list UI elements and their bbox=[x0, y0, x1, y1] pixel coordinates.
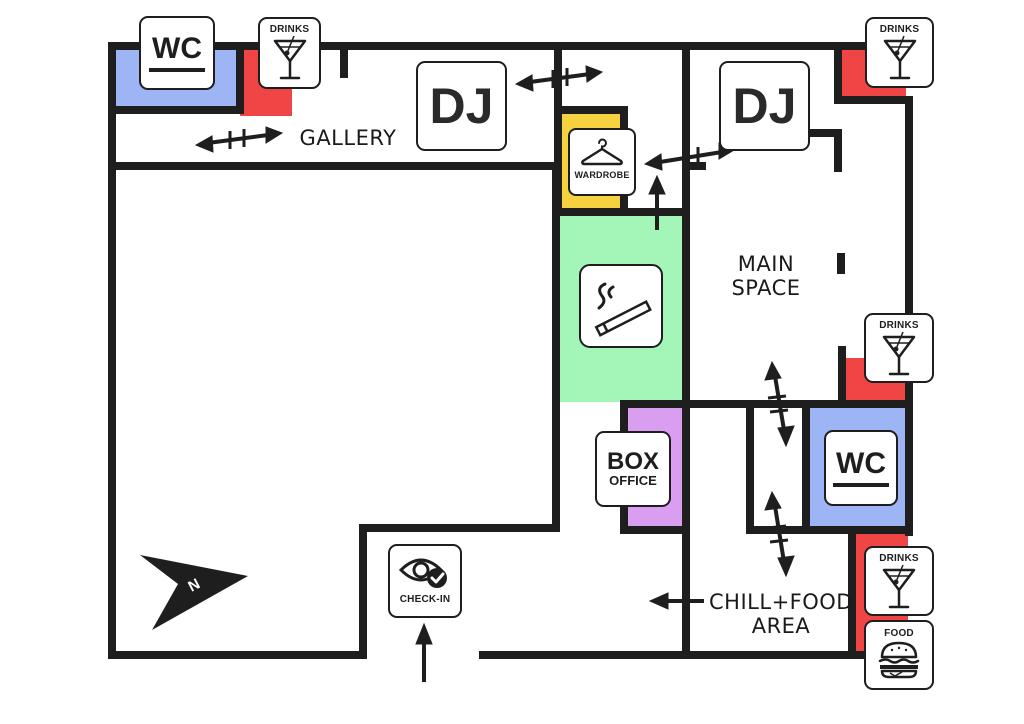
arrow-entrance-up bbox=[415, 622, 433, 682]
dj-label: DJ bbox=[732, 78, 797, 134]
wardrobe-label: WARDROBE bbox=[574, 170, 630, 180]
arrow-gallery-two-way bbox=[194, 126, 284, 153]
box-office-line1: BOX bbox=[606, 448, 659, 475]
gallery-label: GALLERY bbox=[299, 126, 397, 150]
drinks-badge-right-mid: DRINKS bbox=[864, 313, 934, 383]
smoking-area-badge bbox=[579, 264, 663, 348]
box-office-badge: BOX OFFICE bbox=[595, 431, 671, 507]
check-in-badge: CHECK-IN bbox=[388, 544, 462, 618]
wc-underline bbox=[149, 68, 205, 72]
north-arrow-icon: N bbox=[140, 555, 248, 630]
wc-label: WC bbox=[152, 32, 202, 65]
dj-label: DJ bbox=[429, 78, 494, 134]
wardrobe-badge: WARDROBE bbox=[568, 128, 636, 196]
dj-badge-gallery: DJ bbox=[416, 61, 507, 151]
arrow-vertical-upper bbox=[764, 360, 795, 448]
box-office-line2: OFFICE bbox=[609, 473, 657, 488]
arrow-up-to-wardrobe bbox=[648, 174, 666, 230]
cocktail-icon bbox=[879, 331, 919, 379]
main-space-label: MAIN SPACE bbox=[716, 252, 816, 300]
food-badge: FOOD bbox=[864, 620, 934, 690]
drinks-label: DRINKS bbox=[269, 24, 310, 35]
drinks-badge-top-right: DRINKS bbox=[865, 17, 934, 88]
drinks-badge-bottom-right: DRINKS bbox=[864, 546, 934, 616]
dj-badge-main: DJ bbox=[719, 61, 810, 151]
chill-line1: CHILL+FOOD bbox=[709, 590, 853, 614]
coat-hanger-icon bbox=[579, 136, 625, 168]
wc-badge-right: WC bbox=[824, 430, 898, 506]
chill-line2: AREA bbox=[751, 614, 811, 638]
cocktail-icon bbox=[879, 564, 919, 612]
cigarette-icon bbox=[585, 274, 657, 338]
arrow-to-chill-area bbox=[648, 592, 704, 610]
wc-badge-top-left: WC bbox=[139, 16, 215, 90]
drinks-label: DRINKS bbox=[879, 24, 920, 35]
eye-check-icon bbox=[397, 552, 453, 592]
arrow-vertical-lower bbox=[764, 490, 795, 578]
arrows bbox=[194, 65, 795, 682]
main-space-line2: SPACE bbox=[731, 276, 801, 300]
food-label: FOOD bbox=[884, 628, 914, 639]
wc-label: WC bbox=[836, 447, 886, 480]
main-space-line1: MAIN bbox=[737, 252, 795, 276]
chill-food-area-label: CHILL+FOOD AREA bbox=[704, 590, 858, 638]
burger-icon bbox=[876, 639, 922, 681]
drinks-badge-top-left: DRINKS bbox=[258, 17, 321, 89]
drinks-label: DRINKS bbox=[879, 553, 919, 564]
cocktail-icon bbox=[270, 35, 310, 83]
drinks-label: DRINKS bbox=[879, 320, 919, 331]
check-in-label: CHECK-IN bbox=[399, 594, 451, 605]
arrow-top-corridor-two-way bbox=[514, 65, 604, 92]
wc-underline bbox=[833, 483, 889, 487]
cocktail-icon bbox=[880, 35, 920, 83]
